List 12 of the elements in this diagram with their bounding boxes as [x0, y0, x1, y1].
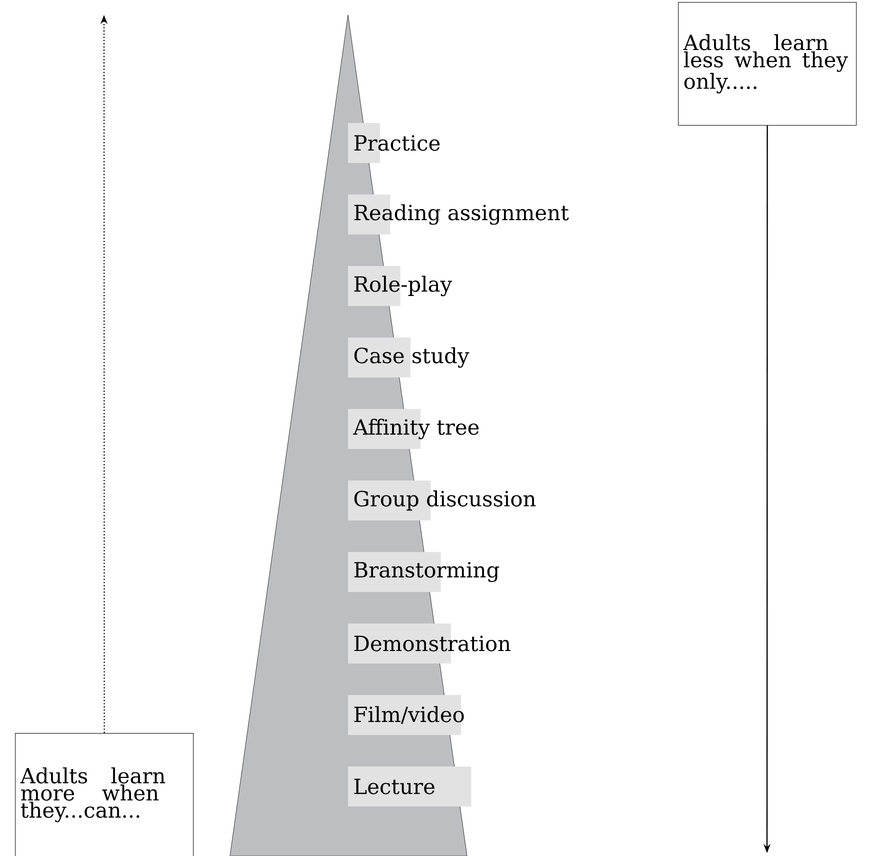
method-label: Branstorming: [348, 552, 500, 592]
text-box: Adults learn more when they...can...: [15, 733, 194, 856]
method-label: Demonstration: [348, 624, 510, 664]
method-label: Group discussion: [348, 480, 536, 520]
method-label: Practice: [348, 123, 440, 163]
method-label: Lecture: [348, 766, 472, 806]
method-label: Case study: [348, 338, 470, 378]
text-box: Adults learn less when they only.....: [678, 2, 857, 126]
method-label: Reading assignment: [348, 194, 569, 234]
method-label: Affinity tree: [348, 409, 479, 449]
method-label: Film/video: [348, 695, 464, 735]
method-label: Role-play: [348, 266, 452, 306]
